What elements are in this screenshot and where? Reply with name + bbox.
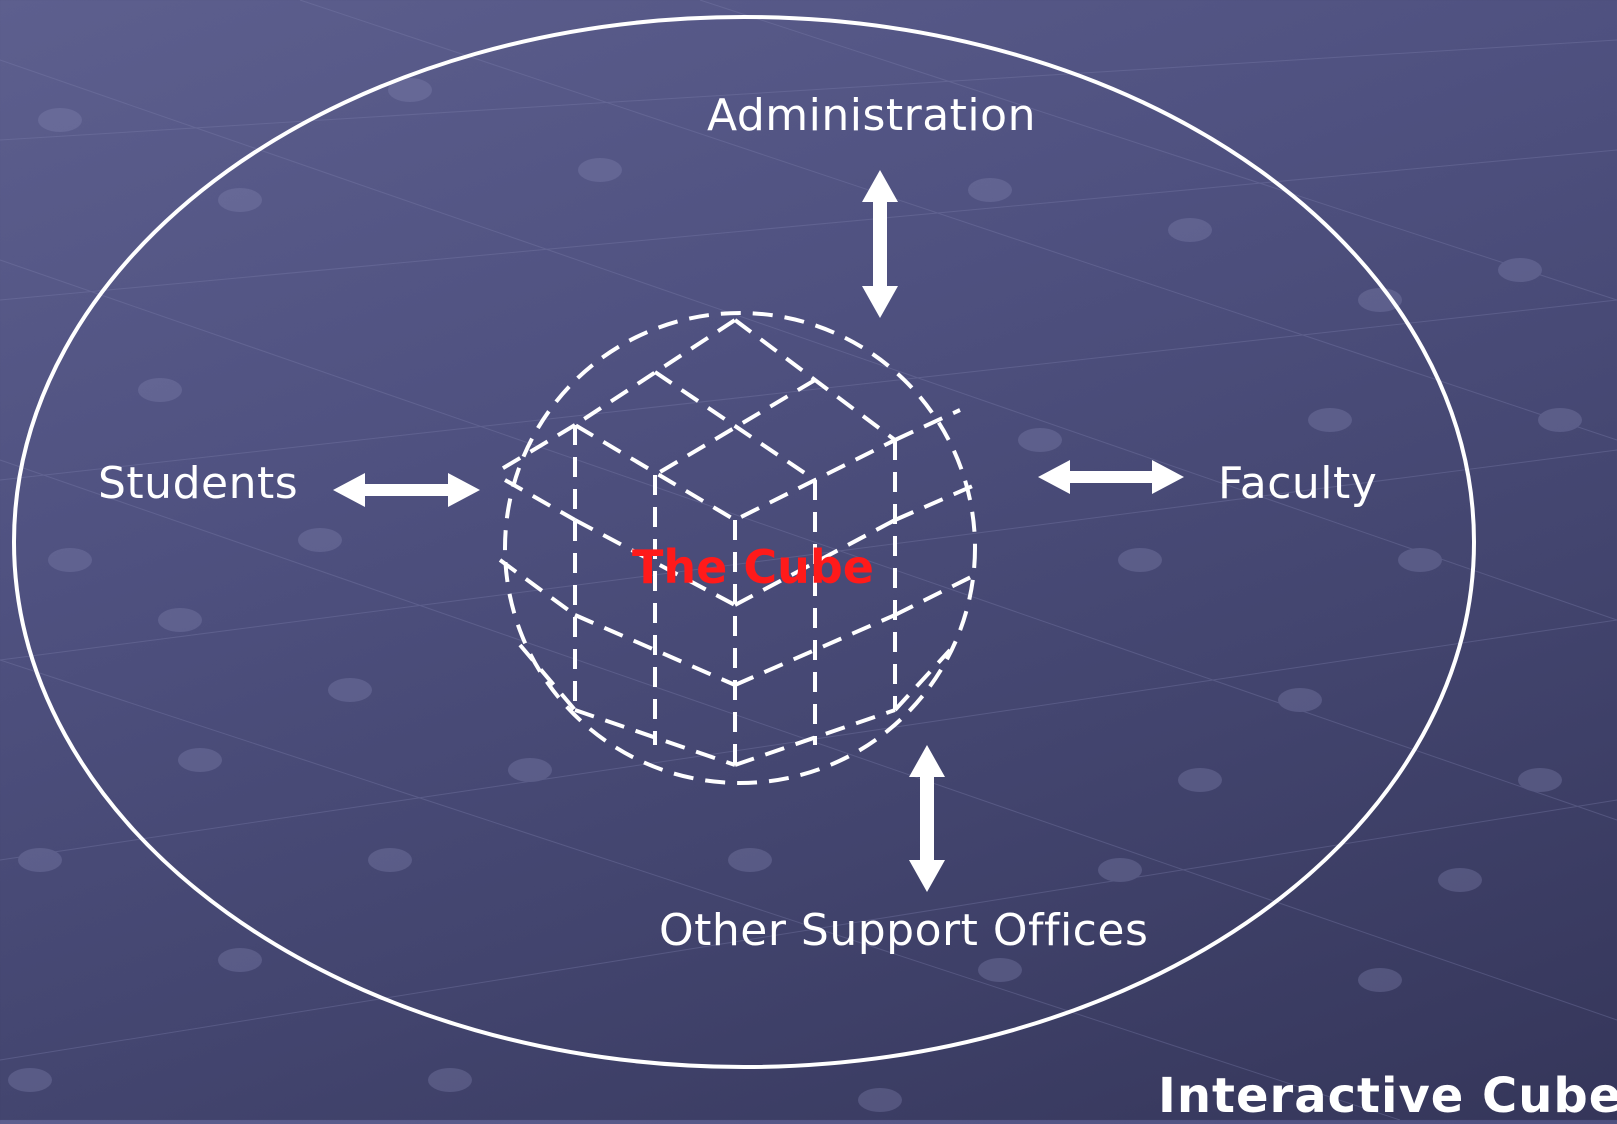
- arrow-students: [333, 473, 480, 507]
- arrow-administration: [862, 170, 898, 318]
- arrow-other-support-offices: [909, 745, 945, 892]
- node-label-other-support-offices: Other Support Offices: [659, 905, 1149, 956]
- center-label-the-cube: The Cube: [632, 540, 874, 594]
- outer-boundary-ellipse: [12, 15, 1476, 1069]
- footer-title: Interactive Cube: [1158, 1068, 1617, 1124]
- cube-wireframe: [498, 317, 976, 767]
- node-label-students: Students: [98, 458, 299, 509]
- cube-dashed-circle: [503, 311, 977, 785]
- node-label-administration: Administration: [707, 90, 1036, 141]
- arrow-faculty: [1038, 460, 1184, 494]
- node-label-faculty: Faculty: [1218, 458, 1378, 509]
